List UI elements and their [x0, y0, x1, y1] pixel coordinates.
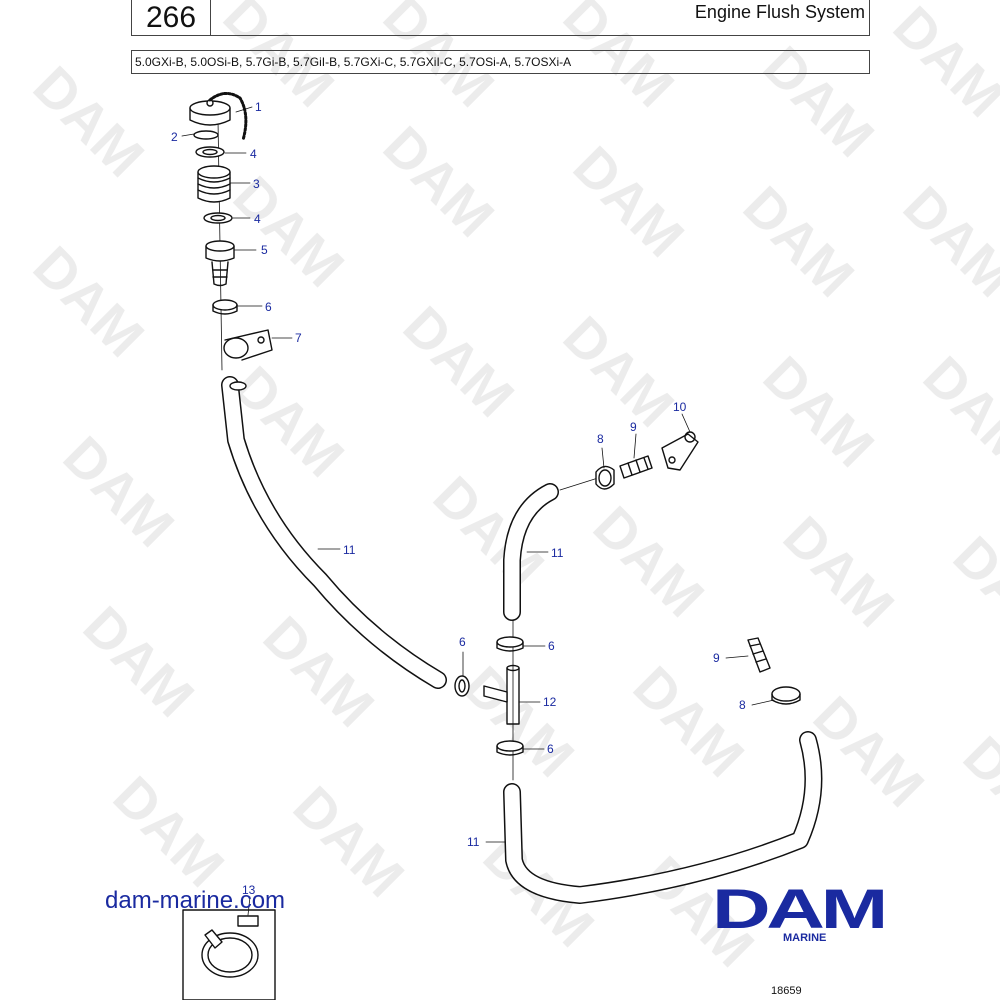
- callout-5: 5: [261, 243, 268, 257]
- callout-8: 8: [739, 698, 746, 712]
- part-8-clamp: [595, 465, 615, 490]
- callout-6: 6: [547, 742, 554, 756]
- figure-number: 18659: [771, 985, 802, 997]
- part-6-hose-clamp: [496, 740, 524, 756]
- callout-10: 10: [673, 400, 687, 414]
- model-list: 5.0GXi-B, 5.0OSi-B, 5.7Gi-B, 5.7GiI-B, 5…: [131, 50, 870, 74]
- part-6-hose-clamp: [454, 675, 470, 697]
- callout-4: 4: [250, 147, 257, 161]
- part-13-inset: [182, 909, 276, 1000]
- watermark-text: DAM: [912, 344, 1000, 479]
- brand-logo: DAM: [712, 877, 888, 940]
- brand-subtitle: MARINE: [783, 932, 827, 944]
- part-6-hose-clamp: [212, 299, 238, 315]
- callout-9: 9: [713, 651, 720, 665]
- callout-2: 2: [171, 130, 178, 144]
- watermark-text: DAM: [552, 304, 687, 439]
- callout-12: 12: [543, 695, 557, 709]
- callout-3: 3: [253, 177, 260, 191]
- part-8-clamp: [771, 686, 801, 705]
- part-5-hose-nipple: [205, 240, 235, 287]
- watermark-text: DAM: [772, 504, 907, 639]
- watermark-text: DAM: [392, 294, 527, 429]
- watermark-text: DAM: [752, 344, 887, 479]
- watermark-text: DAM: [732, 174, 867, 309]
- callout-13: 13: [242, 883, 256, 897]
- callout-6: 6: [459, 635, 466, 649]
- callout-11: 11: [343, 543, 356, 557]
- watermark-text: DAM: [952, 724, 1000, 859]
- callout-4: 4: [254, 212, 261, 226]
- part-9-adapter: [619, 455, 653, 479]
- watermark-text: DAM: [882, 0, 1000, 129]
- watermark-text: DAM: [802, 684, 937, 819]
- part-3-threaded-fitting: [197, 165, 231, 203]
- part-12-tee-connector: [483, 619, 520, 781]
- watermark-text: DAM: [52, 424, 187, 559]
- page-number: 266: [131, 0, 211, 36]
- callout-11: 11: [467, 835, 480, 849]
- part-1-cap: [189, 92, 248, 142]
- part-6-hose-clamp: [496, 636, 524, 652]
- watermark-text: DAM: [72, 594, 207, 729]
- watermark-text: DAM: [622, 654, 757, 789]
- callout-9: 9: [630, 420, 637, 434]
- leader-lines: [181, 106, 775, 916]
- watermark-text: DAM: [282, 774, 417, 909]
- part-4-washer: [195, 146, 225, 158]
- callout-11: 11: [551, 546, 564, 560]
- watermark-text: DAM: [102, 764, 237, 899]
- part-2-o-ring: [193, 130, 219, 140]
- watermark-text: DAM: [892, 174, 1000, 309]
- page-title: Engine Flush System: [211, 0, 870, 36]
- watermark-text: DAM: [582, 494, 717, 629]
- part-7-p-clip: [223, 329, 273, 361]
- callout-8: 8: [597, 432, 604, 446]
- callout-6: 6: [548, 639, 555, 653]
- watermark-text: DAM: [22, 54, 157, 189]
- callout-7: 7: [295, 331, 302, 345]
- part-10-elbow-fitting: [661, 431, 699, 471]
- callout-1: 1: [255, 100, 262, 114]
- part-4-washer: [203, 212, 233, 224]
- watermark-text: DAM: [222, 164, 357, 299]
- website-link[interactable]: dam-marine.com: [105, 887, 286, 914]
- watermark-text: DAM: [22, 234, 157, 369]
- callout-6: 6: [265, 300, 272, 314]
- watermark-text: DAM: [422, 464, 557, 599]
- part-9-adapter: [747, 637, 771, 673]
- watermark-text: DAM: [942, 524, 1000, 659]
- callout-labels: 1 2 4 3 4 5 6 7 10 8 9 11 11 6 6 12 6 9 …: [171, 100, 746, 897]
- watermark-text: DAM: [372, 114, 507, 249]
- watermark-text: DAM: [562, 134, 697, 269]
